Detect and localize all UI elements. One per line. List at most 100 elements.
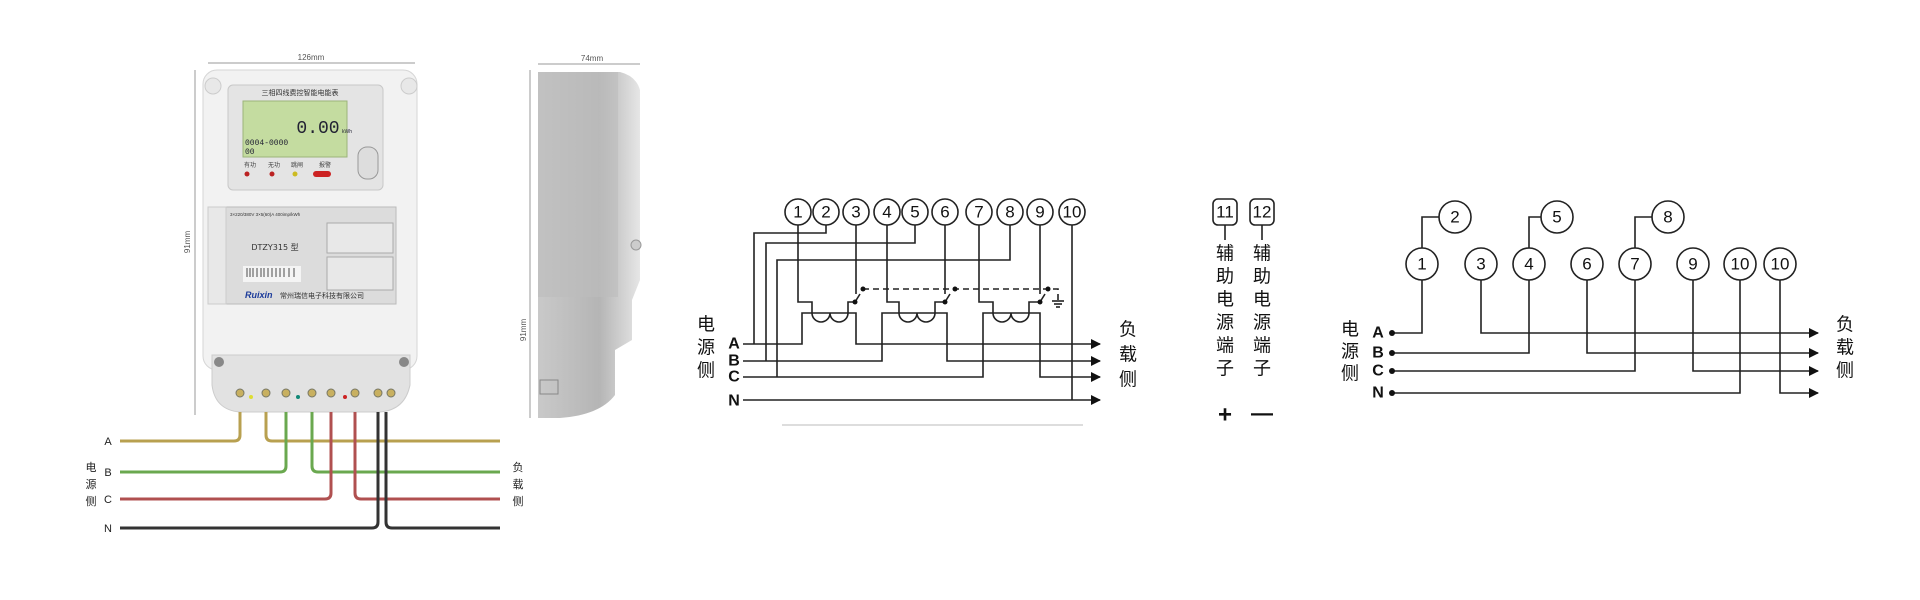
svg-text:源: 源 bbox=[1253, 313, 1271, 334]
svg-text:6: 6 bbox=[940, 203, 949, 222]
svg-text:侧: 侧 bbox=[513, 495, 524, 508]
svg-text:6: 6 bbox=[1582, 255, 1591, 274]
svg-text:C: C bbox=[1372, 363, 1384, 380]
side-height-dimension: 91mm bbox=[519, 319, 528, 342]
wire-c-in bbox=[120, 412, 333, 501]
terminal-6: 6 bbox=[931, 198, 959, 226]
aux-minus: — bbox=[1251, 401, 1273, 426]
svg-text:侧: 侧 bbox=[697, 361, 715, 382]
s-terminal-3: 3 bbox=[1464, 247, 1498, 281]
svg-text:8: 8 bbox=[1663, 208, 1672, 227]
line-c bbox=[743, 312, 1101, 382]
svg-text:电: 电 bbox=[697, 315, 715, 336]
svg-text:电: 电 bbox=[86, 461, 97, 474]
svg-text:10: 10 bbox=[1063, 203, 1082, 222]
svg-text:B: B bbox=[728, 353, 740, 370]
svg-text:3: 3 bbox=[851, 203, 860, 222]
indicator-labels: 有功 无功 跳闸 报警 bbox=[244, 161, 331, 169]
svg-text:载: 载 bbox=[1119, 345, 1137, 366]
svg-text:源: 源 bbox=[86, 477, 97, 491]
svg-text:子: 子 bbox=[1253, 359, 1271, 380]
svg-text:源: 源 bbox=[1216, 313, 1234, 334]
terminal-10: 10 bbox=[1058, 198, 1086, 226]
svg-text:10: 10 bbox=[1731, 255, 1750, 274]
svg-text:3: 3 bbox=[1476, 255, 1485, 274]
svg-text:C: C bbox=[104, 494, 112, 506]
aux-plus: + bbox=[1218, 402, 1232, 429]
lcd-screen bbox=[242, 100, 348, 158]
svg-text:B: B bbox=[104, 467, 111, 479]
svg-text:B: B bbox=[1372, 345, 1384, 362]
svg-text:C: C bbox=[728, 369, 740, 386]
svg-text:侧: 侧 bbox=[1119, 370, 1137, 391]
svg-text:2: 2 bbox=[1450, 208, 1459, 227]
led-alarm-icon bbox=[313, 171, 331, 177]
svg-text:A: A bbox=[104, 436, 112, 448]
terminal-3: 3 bbox=[842, 198, 870, 226]
svg-text:负: 负 bbox=[513, 460, 524, 474]
s-terminal-2: 2 bbox=[1438, 200, 1472, 234]
svg-text:7: 7 bbox=[974, 203, 983, 222]
coil-a bbox=[797, 225, 855, 323]
svg-text:端: 端 bbox=[1253, 336, 1271, 357]
svg-text:辅: 辅 bbox=[1216, 244, 1234, 265]
svg-text:N: N bbox=[104, 523, 112, 535]
terminal-7: 7 bbox=[965, 198, 993, 226]
terminal-2: 2 bbox=[812, 198, 840, 226]
svg-text:负: 负 bbox=[1119, 320, 1137, 341]
s-terminal-7: 7 bbox=[1618, 247, 1652, 281]
aux-label-11: 辅 助 电 源 端 子 bbox=[1216, 244, 1234, 380]
aux-terminal-12: 12 bbox=[1249, 198, 1275, 226]
wire-b-out bbox=[310, 412, 500, 474]
svg-text:辅: 辅 bbox=[1253, 244, 1271, 265]
svg-text:8: 8 bbox=[1005, 203, 1014, 222]
svg-text:子: 子 bbox=[1216, 359, 1234, 380]
svg-text:5: 5 bbox=[910, 203, 919, 222]
svg-text:11: 11 bbox=[1216, 203, 1234, 222]
svg-text:侧: 侧 bbox=[86, 495, 97, 508]
svg-text:电: 电 bbox=[1216, 290, 1234, 311]
svg-text:电: 电 bbox=[1341, 320, 1359, 341]
svg-text:4: 4 bbox=[1524, 255, 1533, 274]
lcd-code: 0004-0000 bbox=[245, 139, 288, 148]
lcd-unit: kWh bbox=[342, 129, 352, 135]
wire-b-in bbox=[120, 412, 288, 474]
led-reactive-icon bbox=[269, 171, 275, 177]
led-trip-icon bbox=[292, 171, 298, 177]
s-terminal-8: 8 bbox=[1651, 200, 1685, 234]
rating-text: 3×220/380V 3×5(60)A 400imp/kWh bbox=[230, 212, 301, 217]
aux-label-12: 辅 助 电 源 端 子 bbox=[1253, 244, 1271, 380]
svg-text:报警: 报警 bbox=[319, 161, 331, 169]
svg-text:电: 电 bbox=[1253, 290, 1271, 311]
svg-text:侧: 侧 bbox=[1341, 364, 1359, 385]
meter-front-photo: 126mm 91mm 三相四线费控智能电能表 0.00 kWh 0004-000… bbox=[183, 53, 418, 415]
wire-c-out bbox=[353, 412, 500, 501]
lcd-code2: 00 bbox=[245, 148, 255, 157]
svg-text:A: A bbox=[1372, 325, 1384, 342]
coil-b bbox=[886, 225, 945, 323]
led-active-icon bbox=[244, 171, 250, 177]
svg-text:源: 源 bbox=[1341, 342, 1359, 363]
company-name: 常州瑞信电子科技有限公司 bbox=[280, 291, 364, 300]
svg-text:载: 载 bbox=[1836, 338, 1854, 359]
terminal-4: 4 bbox=[873, 198, 901, 226]
svg-text:助: 助 bbox=[1216, 267, 1234, 288]
svg-text:4: 4 bbox=[882, 203, 891, 222]
svg-text:10: 10 bbox=[1771, 255, 1790, 274]
coil-c bbox=[978, 225, 1040, 323]
svg-text:2: 2 bbox=[821, 203, 830, 222]
s-terminal-10b: 10 bbox=[1763, 247, 1797, 281]
svg-text:7: 7 bbox=[1630, 255, 1639, 274]
wire-n-in bbox=[120, 412, 380, 530]
height-dimension: 91mm bbox=[183, 231, 192, 254]
wire-a-in bbox=[120, 412, 242, 443]
aux-terminal-11: 11 bbox=[1212, 198, 1238, 226]
svg-text:9: 9 bbox=[1035, 203, 1044, 222]
lcd-reading: 0.00 bbox=[296, 119, 339, 139]
model-text: DTZY315 型 bbox=[251, 243, 298, 252]
terminal-block bbox=[211, 354, 411, 413]
simple-diagram: 2 5 8 1 3 4 6 7 9 10 10 A B C N 电 源 侧 负 … bbox=[1341, 200, 1854, 402]
svg-text:N: N bbox=[728, 393, 740, 410]
svg-text:1: 1 bbox=[1417, 255, 1426, 274]
